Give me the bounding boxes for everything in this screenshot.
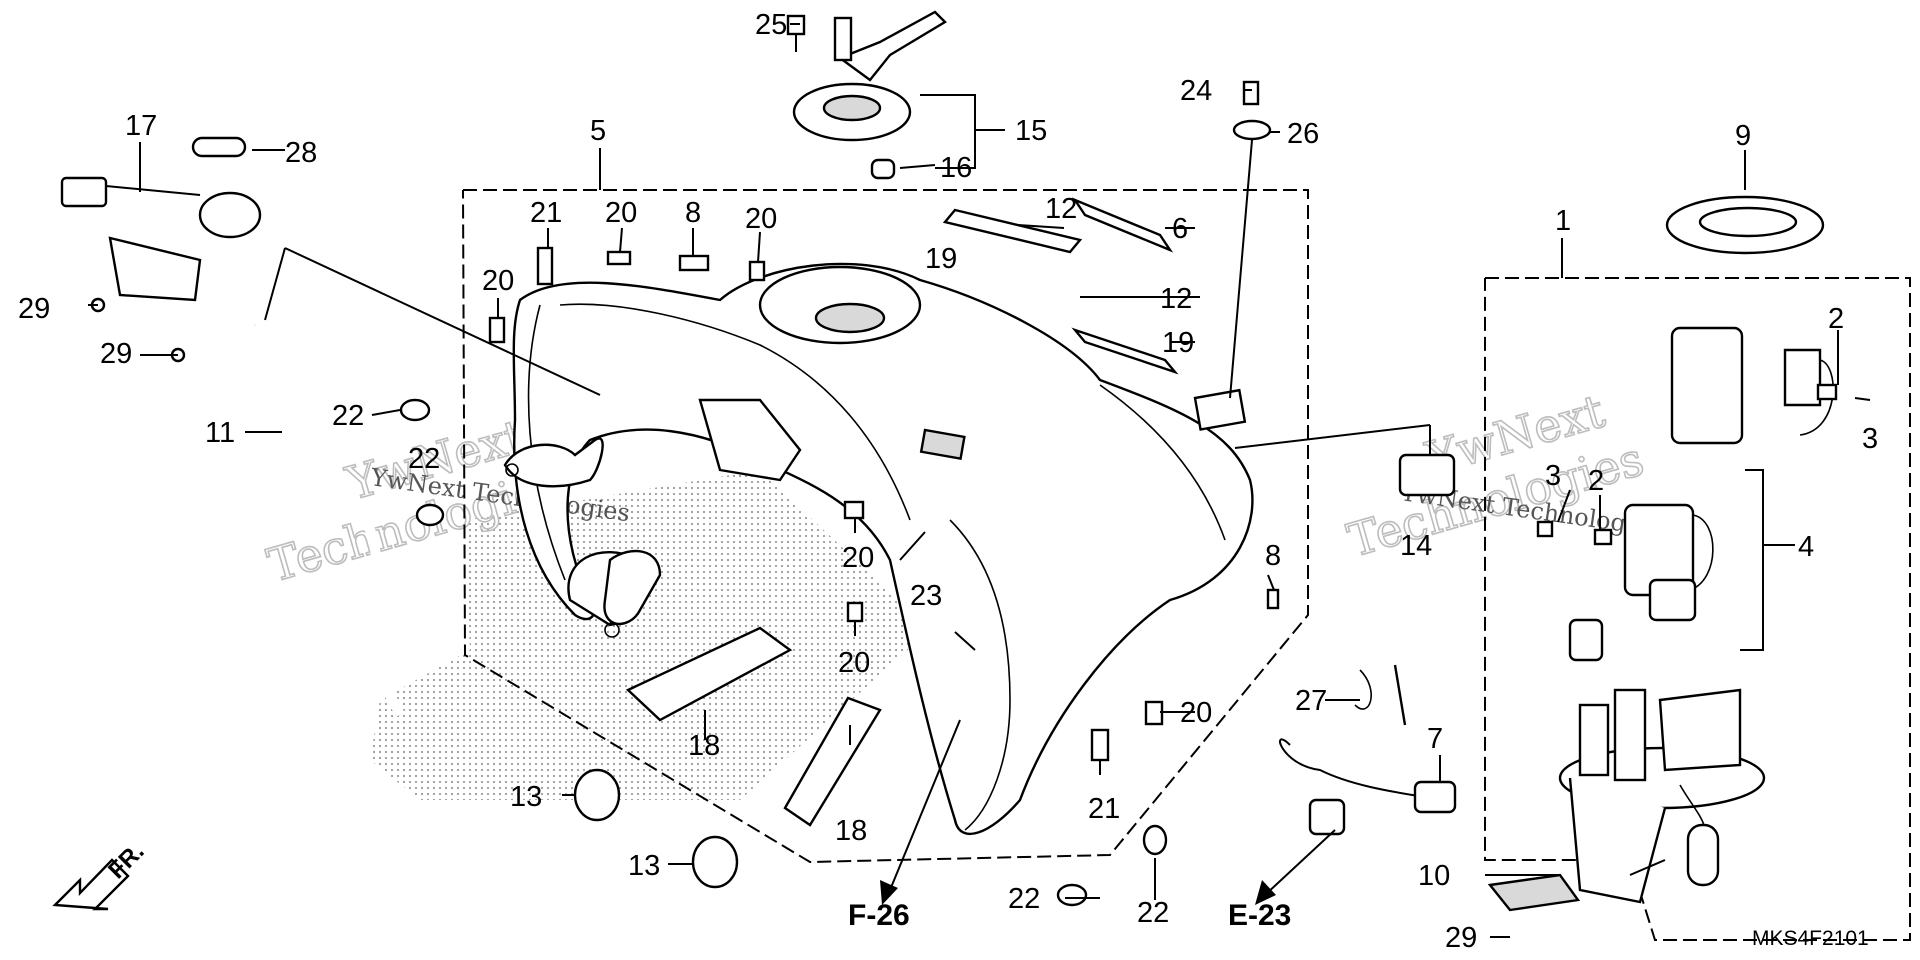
callout-3b: 3 (1545, 460, 1561, 492)
callout-6: 6 (1172, 213, 1188, 245)
leader-lines (88, 23, 1871, 938)
callout-22b: 22 (408, 443, 440, 475)
arrow-head-e23 (1255, 880, 1276, 905)
callout-29b: 29 (100, 338, 132, 370)
callout-11: 11 (205, 417, 235, 449)
callout-20f: 20 (1180, 697, 1212, 729)
callout-4: 4 (1798, 531, 1814, 563)
callout-8b: 8 (1265, 540, 1281, 572)
callout-21a: 21 (530, 197, 562, 229)
callout-21b: 21 (1088, 793, 1120, 825)
callout-9: 9 (1735, 120, 1751, 152)
reference-f26: F-26 (848, 899, 910, 932)
breather-hose (237, 322, 405, 717)
callout-20a: 20 (605, 197, 637, 229)
rubber-mounts (573, 768, 739, 889)
grommets (399, 398, 1168, 907)
callout-2a: 2 (1828, 303, 1844, 335)
fuel-pump-assembly (1487, 195, 1838, 912)
arrow-head-f26 (880, 880, 898, 905)
reference-e23: E-23 (1228, 899, 1291, 932)
callout-20c: 20 (482, 265, 514, 297)
callout-1: 1 (1555, 205, 1571, 237)
callout-20e: 20 (838, 647, 870, 679)
callout-26: 26 (1287, 118, 1319, 150)
callout-2b: 2 (1588, 465, 1604, 497)
callout-20d: 20 (842, 542, 874, 574)
callout-12b: 12 (1160, 283, 1192, 315)
callout-19a: 19 (925, 243, 957, 275)
callout-28: 28 (285, 137, 317, 169)
callout-29c: 29 (1445, 922, 1477, 954)
callout-13a: 13 (510, 781, 542, 813)
callout-18b: 18 (835, 815, 867, 847)
callout-23: 23 (910, 580, 942, 612)
callout-20b: 20 (745, 203, 777, 235)
callout-labels: 1 2 2 3 3 4 5 6 7 8 8 9 10 11 12 12 13 1… (18, 9, 1878, 954)
reference-arrows (880, 719, 1336, 905)
callout-29a: 29 (18, 293, 50, 325)
foam-pads (625, 197, 1179, 827)
callout-18a: 18 (688, 730, 720, 762)
callout-24: 24 (1180, 75, 1212, 107)
callout-19b: 19 (1162, 327, 1194, 359)
front-direction-marker: FR. (52, 838, 150, 911)
callout-8a: 8 (685, 197, 701, 229)
shadow-stipple (370, 470, 930, 800)
callout-22d: 22 (1137, 897, 1169, 929)
tank-assembly-boundary (462, 148, 1309, 864)
drawing-code: MKS4F2101 (1752, 927, 1869, 950)
callout-14: 14 (1400, 530, 1432, 562)
callout-27: 27 (1295, 685, 1327, 717)
callout-10: 10 (1418, 860, 1450, 892)
filler-cap-assembly (786, 10, 1272, 399)
callout-17: 17 (125, 110, 157, 142)
callout-3a: 3 (1862, 423, 1878, 455)
callout-12a: 12 (1045, 193, 1077, 225)
tank-brackets (503, 388, 1247, 638)
callout-22a: 22 (332, 400, 364, 432)
front-arrow-icon (52, 858, 130, 911)
fuel-level-sensor (60, 136, 262, 363)
fuel-feed-hose (1279, 669, 1457, 836)
callout-5: 5 (590, 115, 606, 147)
callout-16: 16 (940, 152, 972, 184)
callout-13b: 13 (628, 850, 660, 882)
pump-assembly-boundary (1484, 238, 1911, 941)
callout-25: 25 (755, 9, 787, 41)
callout-7: 7 (1427, 723, 1443, 755)
callout-15: 15 (1015, 115, 1047, 147)
fuel-pump-unit-14 (1234, 424, 1456, 497)
callout-22c: 22 (1008, 883, 1040, 915)
